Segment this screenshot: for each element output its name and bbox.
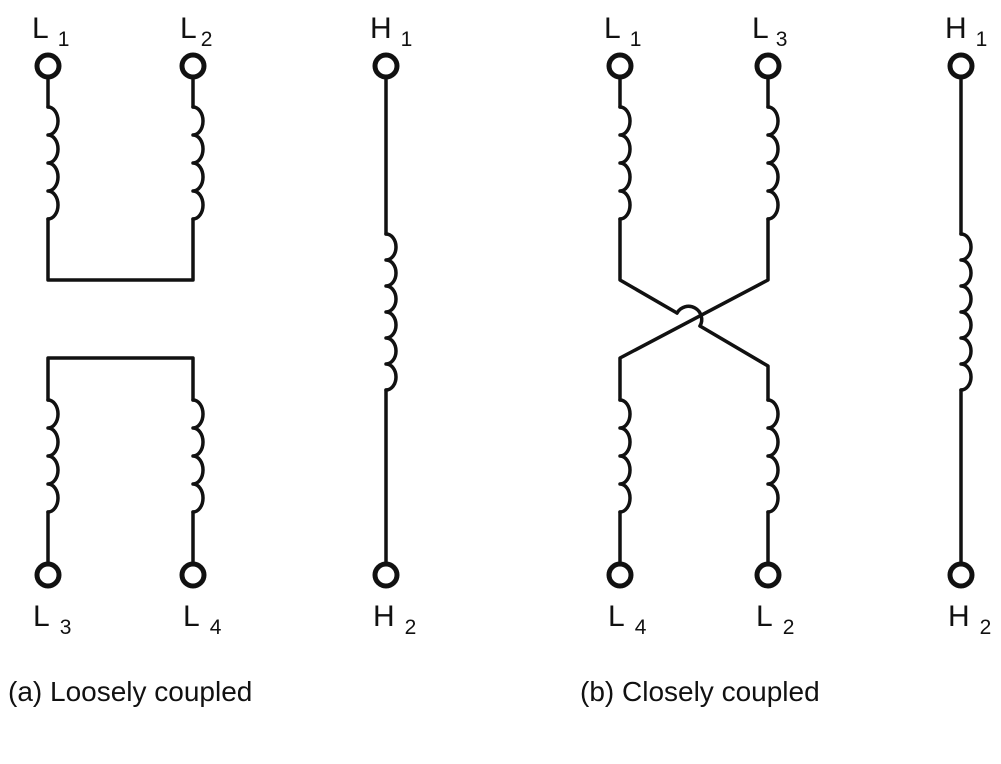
terminal-b-l1 <box>606 52 634 80</box>
caption-b: (b) Closely coupled <box>580 676 820 707</box>
coil-a-l1-winding <box>46 105 60 221</box>
terminal-b-l4 <box>606 561 634 589</box>
wire-b-l1-cross <box>618 217 770 402</box>
terminal-a-l2 <box>179 52 207 80</box>
terminal-a-l3 <box>34 561 62 589</box>
caption-a: (a) Loosely coupled <box>8 676 252 707</box>
wire-b-crossover-hop <box>675 304 704 328</box>
terminal-a-l1 <box>34 52 62 80</box>
coil-b-h-winding <box>959 232 973 392</box>
coil-b-l4-winding <box>618 398 632 514</box>
terminal-a-h1 <box>372 52 400 80</box>
terminal-b-l3 <box>754 52 782 80</box>
coil-b-l1-winding <box>618 105 632 221</box>
coil-a-l4-winding <box>191 398 205 514</box>
terminal-b-l2 <box>754 561 782 589</box>
coil-a-l3-winding <box>46 398 60 514</box>
wire-a-l3-link <box>46 356 195 402</box>
coil-a-h-winding <box>384 232 398 392</box>
terminal-b-h2 <box>947 561 975 589</box>
coil-a-l2-winding <box>191 105 205 221</box>
coil-b-l3-winding <box>766 105 780 221</box>
terminal-a-h2 <box>372 561 400 589</box>
wire-b-l3-cross <box>618 217 770 402</box>
wire-a-l1-bottom <box>46 217 195 282</box>
coil-b-l2-winding <box>766 398 780 514</box>
terminal-b-h1 <box>947 52 975 80</box>
terminal-a-l4 <box>179 561 207 589</box>
